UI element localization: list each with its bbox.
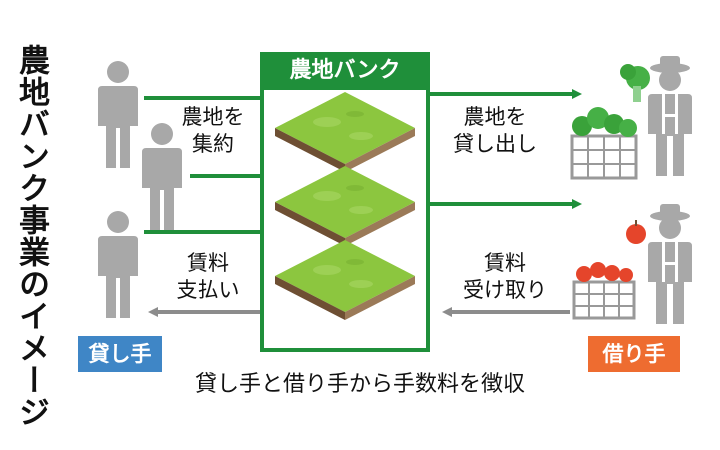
person-icon [98, 211, 138, 318]
land-plot-icon [275, 92, 415, 172]
fee-caption: 貸し手と借り手から手数料を徴収 [194, 372, 525, 397]
label-collect-farmland: 農地を 集約 [181, 105, 245, 156]
lender-badge: 貸し手 [78, 336, 162, 372]
apple-crate-icon [572, 220, 646, 320]
person-icon [98, 61, 138, 168]
label-rent-receive: 賃料 受け取り [463, 251, 547, 302]
borrower-badge: 借り手 [588, 336, 680, 372]
land-plot-icon [275, 240, 415, 320]
farmland-bank-title: 農地バンク [260, 52, 430, 90]
label-rent-pay: 賃料 支払い [176, 251, 240, 302]
farmer-icon [648, 56, 692, 176]
diagram-title: 農地バンク事業のイメージ [13, 44, 49, 428]
land-plot-icon [275, 166, 415, 246]
broccoli-crate-icon [570, 64, 650, 180]
farmer-icon [648, 204, 692, 324]
label-lend-farmland: 農地を 貸し出し [453, 105, 537, 156]
